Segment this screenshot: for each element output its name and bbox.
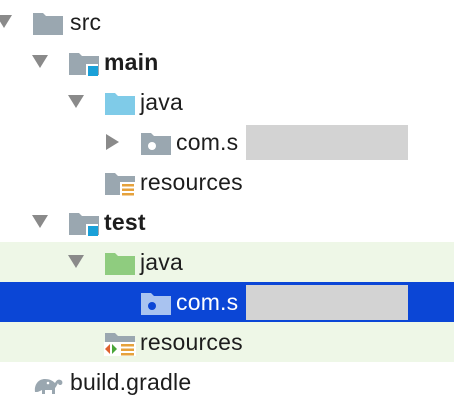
tree-row-main-package[interactable]: com.s	[0, 122, 454, 162]
test-source-root-folder-icon	[104, 250, 136, 276]
resources-folder-icon	[104, 170, 136, 196]
tree-row-main-resources[interactable]: resources	[0, 162, 454, 202]
gradle-elephant-icon	[32, 370, 64, 396]
module-folder-icon	[68, 50, 100, 76]
tree-label-test-package: com.s	[176, 289, 239, 315]
tree-row-test-resources[interactable]: resources	[0, 322, 454, 362]
tree-label-test-java: java	[140, 249, 183, 275]
package-icon	[140, 130, 172, 156]
collapse-arrow-icon[interactable]	[32, 55, 48, 68]
folder-icon	[32, 10, 64, 36]
package-icon	[140, 290, 172, 316]
test-resources-folder-icon	[104, 330, 136, 356]
tree-row-test-java[interactable]: java	[0, 242, 454, 282]
tree-row-build-gradle[interactable]: build.gradle	[0, 362, 454, 402]
tree-label-test-resources: resources	[140, 329, 243, 355]
collapse-arrow-icon[interactable]	[68, 255, 84, 268]
collapse-arrow-icon[interactable]	[0, 15, 12, 28]
tree-row-main[interactable]: main	[0, 42, 454, 82]
collapse-arrow-icon[interactable]	[32, 215, 48, 228]
module-folder-icon	[68, 210, 100, 236]
redacted-area	[246, 285, 408, 320]
tree-row-main-java[interactable]: java	[0, 82, 454, 122]
tree-label-main-java: java	[140, 89, 183, 115]
tree-label-main-resources: resources	[140, 169, 243, 195]
tree-label-build-gradle: build.gradle	[70, 369, 192, 395]
tree-label-main-package: com.s	[176, 129, 239, 155]
tree-row-test-package[interactable]: com.s	[0, 282, 454, 322]
source-root-folder-icon	[104, 90, 136, 116]
tree-row-src[interactable]: src	[0, 2, 454, 42]
tree-label-main: main	[104, 49, 159, 75]
tree-label-src: src	[70, 9, 102, 35]
redacted-area	[246, 125, 408, 160]
collapse-arrow-icon[interactable]	[68, 95, 84, 108]
expand-arrow-icon[interactable]	[106, 134, 119, 150]
tree-row-test[interactable]: test	[0, 202, 454, 242]
tree-label-test: test	[104, 209, 146, 235]
